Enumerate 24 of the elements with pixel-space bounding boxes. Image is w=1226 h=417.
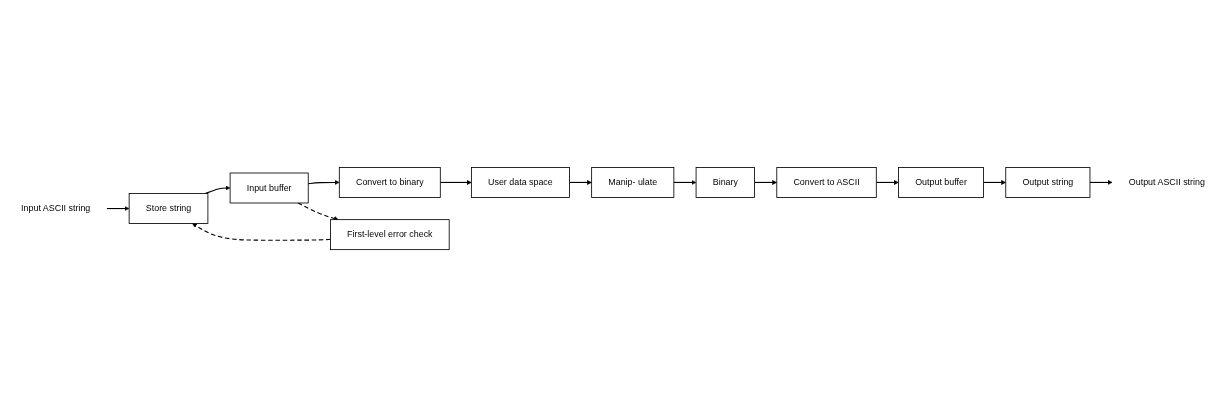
node-box: First-level error check xyxy=(330,219,450,250)
arrow xyxy=(297,202,339,221)
node-box: Output string xyxy=(1005,167,1091,198)
arrow xyxy=(1089,179,1113,185)
arrow xyxy=(568,179,592,185)
arrow xyxy=(875,179,899,185)
node-box: Input buffer xyxy=(229,172,309,204)
node-box: Binary xyxy=(695,167,755,198)
arrow xyxy=(439,179,472,185)
arrow xyxy=(307,179,340,185)
node-box: User data space xyxy=(470,167,570,198)
arrow xyxy=(106,206,130,211)
node-box: Manip- ulate xyxy=(591,167,675,198)
arrow xyxy=(192,223,331,241)
node-box: Convert to binary xyxy=(338,167,441,198)
arrow xyxy=(673,179,697,185)
node-box: Convert to ASCII xyxy=(776,167,877,198)
arrow xyxy=(204,185,231,195)
arrow xyxy=(754,179,777,185)
node-text: Output ASCII string xyxy=(1128,177,1205,187)
node-box: Store string xyxy=(128,193,209,224)
node-text: Input ASCII string xyxy=(21,203,91,213)
node-box: Output buffer xyxy=(898,167,984,198)
arrow xyxy=(983,179,1006,185)
